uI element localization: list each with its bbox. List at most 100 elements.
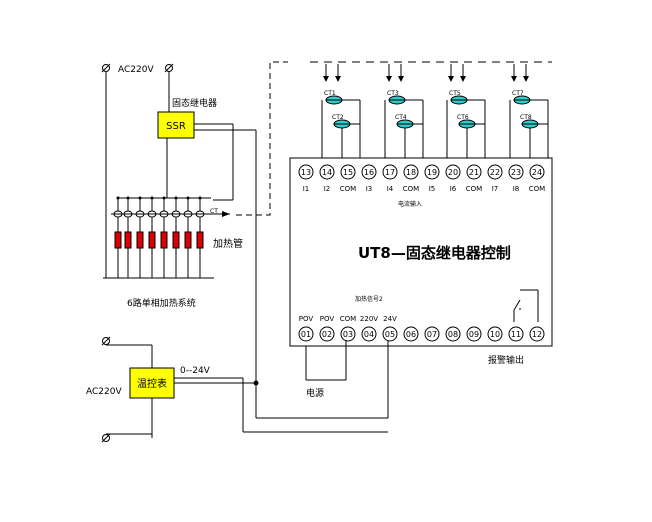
terminal-circle: [466, 164, 482, 180]
heater-tube: [184, 231, 192, 249]
terminal-slash: [101, 433, 111, 443]
terminal-number: 08: [448, 330, 458, 339]
terminal-number: 22: [490, 168, 500, 177]
terminal-circle: [508, 164, 524, 180]
terminal-slash: [101, 63, 111, 73]
ct-label: CT5: [449, 90, 461, 97]
ct-label: CT2: [332, 114, 344, 121]
arrow-down-icon: [523, 76, 529, 82]
junction-dot: [198, 196, 202, 200]
bottom-ac-label: AC220V: [86, 387, 122, 397]
terminal-number: 10: [490, 330, 500, 339]
arrow-down-icon: [398, 76, 404, 82]
ct-label: CT8: [520, 114, 532, 121]
alarm-output-label: 报警输出: [488, 354, 524, 366]
heat-signal-label: 加热信号2: [355, 295, 383, 303]
terminal-number: 04: [364, 330, 374, 339]
junction-dot: [126, 196, 130, 200]
terminal-number: 13: [301, 168, 311, 177]
terminal-circle: [403, 164, 419, 180]
ct-label: CT3: [387, 90, 399, 97]
arrow-down-icon: [323, 76, 329, 82]
top-ac-terminals: [101, 63, 174, 73]
arrow-down-icon: [448, 76, 454, 82]
terminal-label: 24V: [383, 315, 397, 323]
terminal-slash: [101, 336, 111, 346]
terminal-number: 21: [469, 168, 479, 177]
terminal-circle: [466, 326, 482, 342]
terminal-number: 14: [322, 168, 332, 177]
terminal-circle: [529, 164, 545, 180]
terminal-circle: [424, 164, 440, 180]
terminal-circle: [102, 434, 110, 442]
terminal-circle: [424, 326, 440, 342]
terminal-circle: [319, 164, 335, 180]
terminal-circle: [361, 326, 377, 342]
terminal-circle: [102, 337, 110, 345]
arrow-down-icon: [386, 76, 392, 82]
heater-tube: [114, 231, 122, 249]
arrow-right-icon: [222, 211, 230, 217]
top-terminal-strip: 13I114I215COM16I317I418COM19I520I621COM2…: [298, 164, 545, 193]
terminal-number: 07: [427, 330, 437, 339]
terminal-slash: [164, 63, 174, 73]
terminal-label: I7: [492, 185, 499, 193]
terminal-number: 17: [385, 168, 395, 177]
terminal-circle: [508, 326, 524, 342]
junction-dot: [150, 196, 154, 200]
terminal-circle: [361, 164, 377, 180]
heater-array: [111, 196, 230, 249]
signal-label: 0--24V: [180, 366, 211, 376]
terminal-number: 23: [511, 168, 521, 177]
terminal-number: 15: [343, 168, 353, 177]
current-input-label: 电流输入: [398, 200, 422, 208]
terminal-label: COM: [403, 185, 419, 193]
junction-dot: [116, 196, 120, 200]
junction-dot: [253, 380, 259, 386]
terminal-label: I4: [387, 185, 394, 193]
terminal-circle: [529, 326, 545, 342]
module-title: UT8—固态继电器控制: [358, 244, 511, 262]
terminal-label: POV: [299, 315, 314, 323]
terminal-label: I2: [324, 185, 331, 193]
terminal-circle: [445, 164, 461, 180]
heater-label: 加热管: [213, 237, 243, 250]
terminal-number: 11: [511, 330, 521, 339]
terminal-circle: [102, 64, 110, 72]
terminal-number: 12: [532, 330, 542, 339]
terminal-circle: [298, 164, 314, 180]
terminal-label: I5: [429, 185, 436, 193]
dashed-wire: [236, 61, 288, 216]
terminal-label: COM: [466, 185, 482, 193]
terminal-circle: [487, 164, 503, 180]
heater-tube: [196, 231, 204, 249]
terminal-label: I6: [450, 185, 457, 193]
ssr-block: [157, 111, 195, 139]
terminal-circle: [340, 164, 356, 180]
heater-tube: [136, 231, 144, 249]
junction-dot: [174, 196, 178, 200]
terminal-number: 16: [364, 168, 374, 177]
terminal-number: 24: [532, 168, 542, 177]
terminal-circle: [298, 326, 314, 342]
power-label: 电源: [306, 387, 324, 399]
terminal-number: 05: [385, 330, 395, 339]
wire-segment: [513, 299, 521, 311]
terminal-circle: [319, 326, 335, 342]
ct-label: CT6: [457, 114, 469, 121]
terminal-label: COM: [529, 185, 545, 193]
terminal-number: 20: [448, 168, 458, 177]
terminal-number: 03: [343, 330, 353, 339]
controller-label: 温控表: [137, 377, 167, 390]
terminal-number: 19: [427, 168, 437, 177]
terminal-circle: [487, 326, 503, 342]
terminal-number: 01: [301, 330, 311, 339]
terminal-circle: [445, 326, 461, 342]
terminal-number: 09: [469, 330, 479, 339]
heater-ct-label: CT: [210, 208, 218, 215]
terminal-circle: [382, 326, 398, 342]
